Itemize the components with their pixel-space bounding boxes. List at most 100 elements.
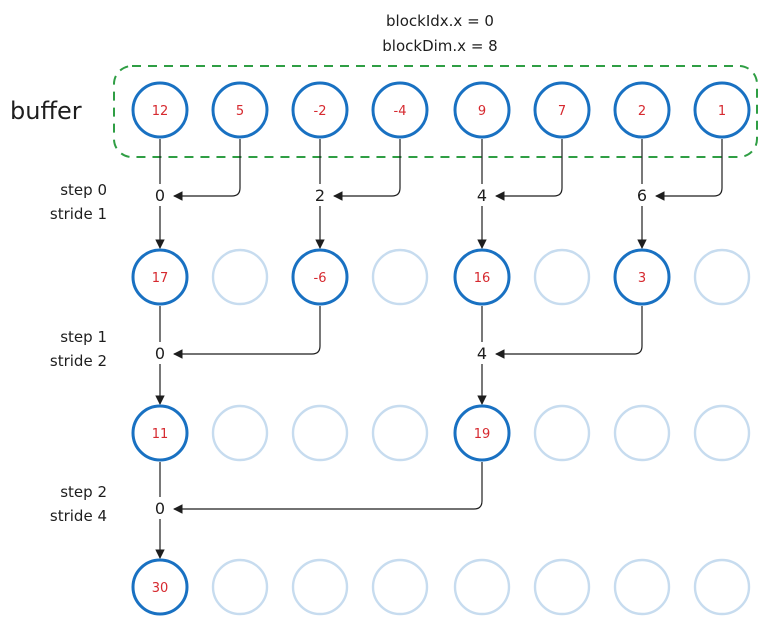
- step-0-result-node-5: [533, 248, 591, 306]
- block-idx-label: blockIdx.x = 0: [386, 12, 494, 30]
- step-0-side-arrow-1: [333, 139, 401, 201]
- step-0-label: step 0: [60, 181, 107, 199]
- step-0-result-node-2-circle: [291, 248, 349, 306]
- buffer-node-0-circle: [131, 81, 189, 139]
- step-0-index-label-3: 6: [637, 186, 647, 205]
- step-1-result-node-6: [613, 404, 671, 462]
- step-0-result-node-1: [211, 248, 269, 306]
- buffer-node-5: 7: [533, 81, 591, 139]
- step-0-side-arrow-3: [655, 139, 723, 201]
- step-2-result-node-2-circle: [291, 558, 349, 616]
- buffer-label: buffer: [10, 97, 82, 125]
- buffer-node-7-circle: [693, 81, 751, 139]
- step-2-result-node-2: [291, 558, 349, 616]
- result-row-step-0: 17 -6 16 3: [131, 248, 751, 306]
- buffer-node-0-value: 12: [152, 104, 169, 119]
- step-1-result-node-3-circle: [371, 404, 429, 462]
- step-0-result-node-2: -6: [291, 248, 349, 306]
- buffer-node-7-value: 1: [718, 104, 726, 119]
- buffer-node-1: 5: [211, 81, 269, 139]
- step-0-index-label-2: 4: [477, 186, 487, 205]
- buffer-node-5-value: 7: [558, 104, 566, 119]
- result-row-step-2: 30: [131, 558, 751, 616]
- buffer-node-3-circle: [371, 81, 429, 139]
- buffer-node-2-value: -2: [314, 104, 327, 119]
- step-1-result-node-4-value: 19: [474, 427, 491, 442]
- buffer-node-4-circle: [453, 81, 511, 139]
- step-0-result-node-7-circle: [693, 248, 751, 306]
- buffer-outline: [113, 65, 758, 158]
- buffer-node-4: 9: [453, 81, 511, 139]
- step-1-result-node-7-circle: [693, 404, 751, 462]
- step-0-result-node-0-circle: [131, 248, 189, 306]
- step-2-result-node-1: [211, 558, 269, 616]
- buffer-node-1-value: 5: [236, 104, 244, 119]
- stride-2-label: stride 2: [50, 352, 107, 370]
- step-1-result-node-4-circle: [453, 404, 511, 462]
- step-0-index-label-1: 2: [315, 186, 325, 205]
- step-1-result-node-0-value: 11: [152, 427, 169, 442]
- step-0-result-node-4-value: 16: [474, 271, 491, 286]
- step-1-side-arrow-0: [173, 306, 321, 359]
- step-1-side-arrow-1: [495, 306, 643, 359]
- buffer-node-1-circle: [211, 81, 269, 139]
- step-0-index-label-0: 0: [155, 186, 165, 205]
- step-1-label: step 1: [60, 328, 107, 346]
- step-2-result-node-1-circle: [211, 558, 269, 616]
- stride-4-label: stride 4: [50, 507, 107, 525]
- step-2-side-arrow-0: [173, 462, 483, 514]
- step-0-result-node-4: 16: [453, 248, 511, 306]
- step-2-result-node-0: 30: [131, 558, 189, 616]
- step-1-result-node-1: [211, 404, 269, 462]
- step-1-result-node-7: [693, 404, 751, 462]
- buffer-node-2-circle: [291, 81, 349, 139]
- step-2-result-node-5-circle: [533, 558, 591, 616]
- stride-1-label: stride 1: [50, 205, 107, 223]
- step-0-result-node-2-value: -6: [314, 271, 327, 286]
- step-1-result-node-0-circle: [131, 404, 189, 462]
- step-0-result-node-6-value: 3: [638, 271, 646, 286]
- buffer-node-6-value: 2: [638, 104, 646, 119]
- step-1-result-node-2: [291, 404, 349, 462]
- step-0-result-node-6: 3: [613, 248, 671, 306]
- buffer-node-7: 1: [693, 81, 751, 139]
- step-0-side-arrow-2: [495, 139, 563, 201]
- step-0-result-node-4-circle: [453, 248, 511, 306]
- buffer-node-4-value: 9: [478, 104, 486, 119]
- result-row-step-1: 11 19: [131, 404, 751, 462]
- step-1-result-node-3: [371, 404, 429, 462]
- block-dim-label: blockDim.x = 8: [382, 37, 497, 55]
- step-0-side-arrow-0: [173, 139, 241, 201]
- step-2-result-node-4: [453, 558, 511, 616]
- step-0-result-node-6-circle: [613, 248, 671, 306]
- step-1-result-node-6-circle: [613, 404, 671, 462]
- step-0-result-node-3-circle: [371, 248, 429, 306]
- buffer-node-5-circle: [533, 81, 591, 139]
- step-2-result-node-3-circle: [371, 558, 429, 616]
- step-0-result-node-0: 17: [131, 248, 189, 306]
- step-1-result-node-1-circle: [211, 404, 269, 462]
- buffer-node-3-value: -4: [394, 104, 407, 119]
- step-0-result-node-5-circle: [533, 248, 591, 306]
- step-1-result-node-5-circle: [533, 404, 591, 462]
- step-1-index-label-0: 0: [155, 344, 165, 363]
- step-1-result-node-0: 11: [131, 404, 189, 462]
- step-0-result-node-0-value: 17: [152, 271, 169, 286]
- buffer-row: 12 5 -2 -4 9 7 2 1: [131, 81, 751, 139]
- step-2-result-node-0-circle: [131, 558, 189, 616]
- result-rows-layer: 17 -6 16 3 11 19 30: [131, 248, 751, 616]
- step-0-result-node-1-circle: [211, 248, 269, 306]
- arrows-layer: [155, 139, 723, 559]
- buffer-node-0: 12: [131, 81, 189, 139]
- step-2-result-node-7: [693, 558, 751, 616]
- step-1-result-node-2-circle: [291, 404, 349, 462]
- step-1-result-node-4: 19: [453, 404, 511, 462]
- buffer-node-3: -4: [371, 81, 429, 139]
- buffer-node-6-circle: [613, 81, 671, 139]
- step-2-result-node-6-circle: [613, 558, 671, 616]
- step-2-result-node-4-circle: [453, 558, 511, 616]
- buffer-node-2: -2: [291, 81, 349, 139]
- step-2-result-node-6: [613, 558, 671, 616]
